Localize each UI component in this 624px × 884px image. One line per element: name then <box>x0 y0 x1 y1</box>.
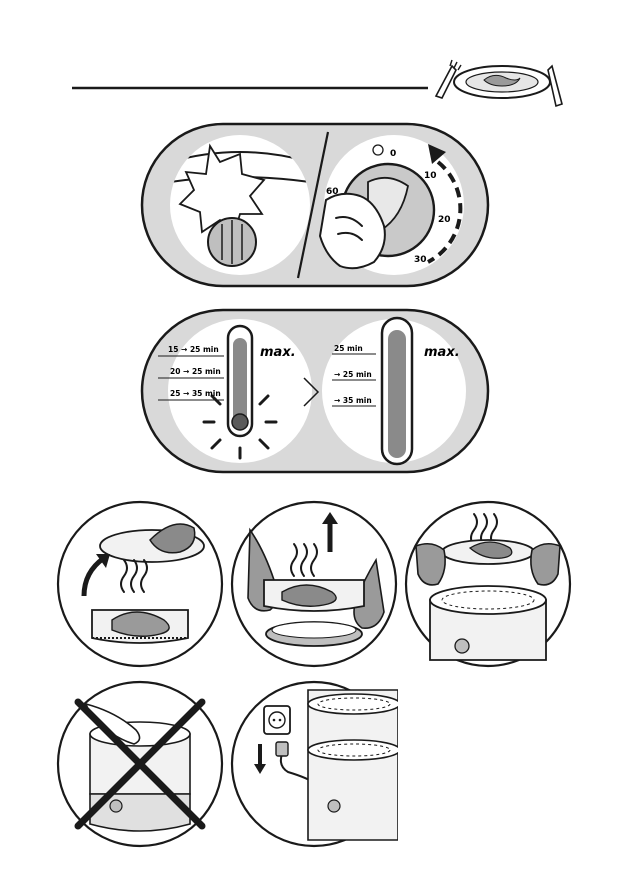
hand <box>318 192 386 270</box>
prohibited-cross-icon <box>74 698 206 830</box>
unplug-illustration <box>230 680 401 848</box>
plate-icon <box>434 59 563 108</box>
wall-socket <box>263 705 291 735</box>
do-not-touch-illustration <box>56 680 224 848</box>
gauge-row-full-3: → 35 min <box>334 396 372 405</box>
timer-panel-svg: 0 10 20 30 60 <box>140 122 490 288</box>
timer-panel: 0 10 20 30 60 <box>140 122 490 288</box>
gauge-row-full-2: → 25 min <box>334 370 372 379</box>
max-label-right: max. <box>424 345 460 360</box>
basket-lift-illustration <box>230 500 398 668</box>
gauge-row-2: 20 → 25 min <box>170 367 221 376</box>
lid-remove-illustration <box>56 500 224 668</box>
header <box>0 0 624 120</box>
gauge-row-3: 25 → 35 min <box>170 389 221 398</box>
gauge-row-full-1: 25 min <box>334 344 363 353</box>
water-panel: 15 → 25 min 20 → 25 min 25 → 35 min max.… <box>140 308 490 474</box>
max-label-left: max. <box>260 345 296 360</box>
clock-icon <box>372 144 384 156</box>
header-svg <box>72 59 563 108</box>
dial-label-10: 10 <box>424 171 437 181</box>
gauge-row-1: 15 → 25 min <box>168 345 219 354</box>
dial-label-20: 20 <box>438 215 451 225</box>
dial-label-30: 30 <box>414 255 427 265</box>
serve-dish-illustration <box>404 500 572 668</box>
water-panel-svg: 15 → 25 min 20 → 25 min 25 → 35 min max.… <box>140 308 490 474</box>
dial-label-0: 0 <box>390 149 396 159</box>
panel-divider <box>296 131 330 279</box>
chevron-right-icon <box>303 377 320 407</box>
dial-label-60: 60 <box>326 187 339 197</box>
rotate-arrow <box>427 160 463 264</box>
